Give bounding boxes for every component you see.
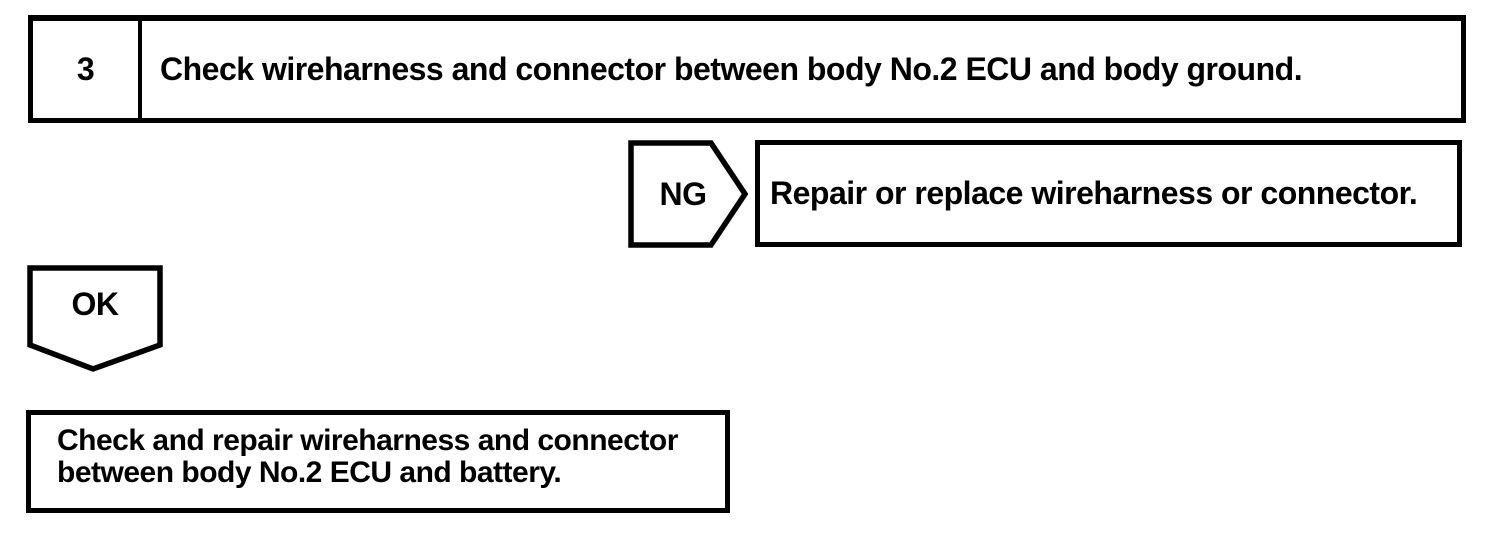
- step-instruction: Check wireharness and connector between …: [160, 51, 1303, 87]
- ng-pentagon-icon: [628, 140, 748, 248]
- ok-pentagon-icon: [27, 265, 163, 372]
- ng-branch-arrow: NG: [628, 140, 748, 248]
- ng-label: NG: [659, 175, 708, 212]
- ng-action-text: Repair or replace wireharness or connect…: [770, 175, 1418, 211]
- step-number-cell: 3: [33, 21, 142, 118]
- ok-action-line-1: Check and repair wireharness and connect…: [57, 424, 678, 457]
- ok-label: OK: [71, 286, 120, 322]
- step-instruction-cell: Check wireharness and connector between …: [142, 21, 1461, 118]
- ng-action-box: Repair or replace wireharness or connect…: [755, 140, 1462, 247]
- step-box: 3 Check wireharness and connector betwee…: [28, 15, 1466, 123]
- ok-branch-arrow: OK: [27, 265, 163, 372]
- step-number: 3: [76, 51, 95, 87]
- ok-action-line-2: between body No.2 ECU and battery.: [57, 456, 562, 489]
- ok-action-box: Check and repair wireharness and connect…: [26, 410, 730, 513]
